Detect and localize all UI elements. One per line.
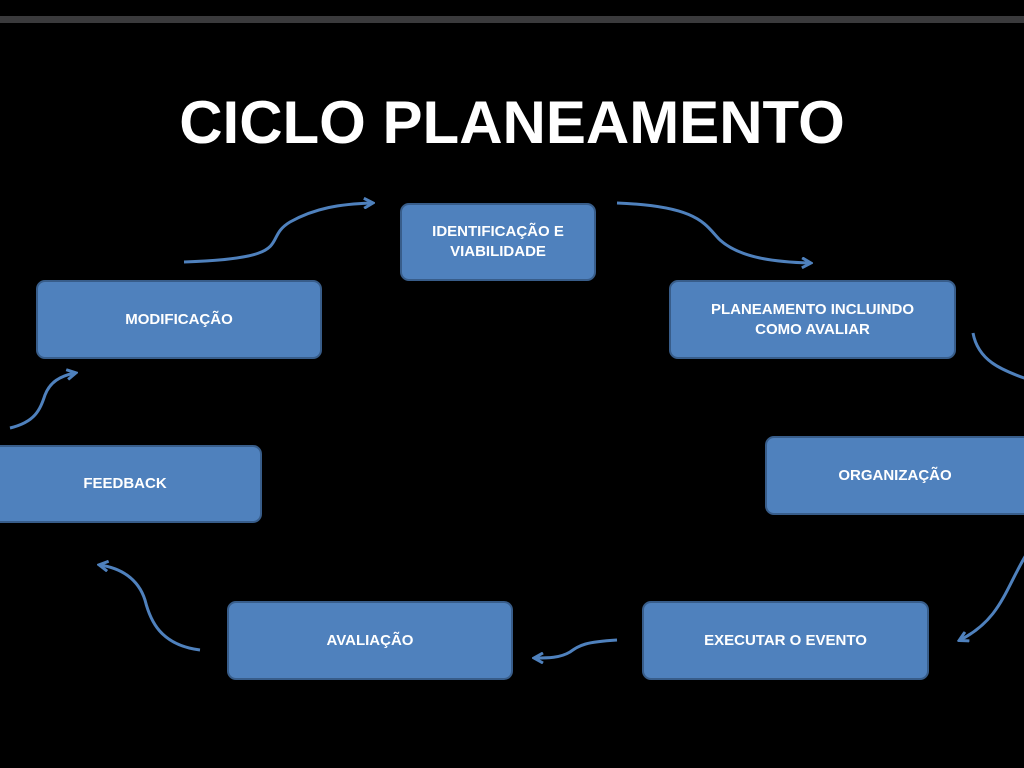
- step-feedback: FEEDBACK: [0, 445, 262, 523]
- slide-title: CICLO PLANEAMENTO: [179, 89, 845, 156]
- step-organizacao: ORGANIZAÇÃO: [765, 436, 1024, 515]
- step-executar: EXECUTAR O EVENTO: [642, 601, 929, 680]
- arrow-planeamento-to-organizacao: [971, 332, 1024, 380]
- top-divider: [0, 16, 1024, 23]
- step-identificacao: IDENTIFICAÇÃO E VIABILIDADE: [400, 203, 596, 281]
- arrow-organizacao-to-executar: [960, 555, 1024, 640]
- arrow-modificacao-to-identificacao: [183, 203, 372, 264]
- arrow-feedback-to-modificacao: [9, 373, 75, 430]
- arrow-avaliacao-to-feedback: [100, 565, 201, 652]
- step-planeamento: PLANEAMENTO INCLUINDO COMO AVALIAR: [669, 280, 956, 359]
- step-avaliacao: AVALIAÇÃO: [227, 601, 513, 680]
- arrow-identificacao-to-planeamento: [616, 201, 810, 263]
- step-modificacao: MODIFICAÇÃO: [36, 280, 322, 359]
- arrow-executar-to-avaliacao: [535, 638, 618, 658]
